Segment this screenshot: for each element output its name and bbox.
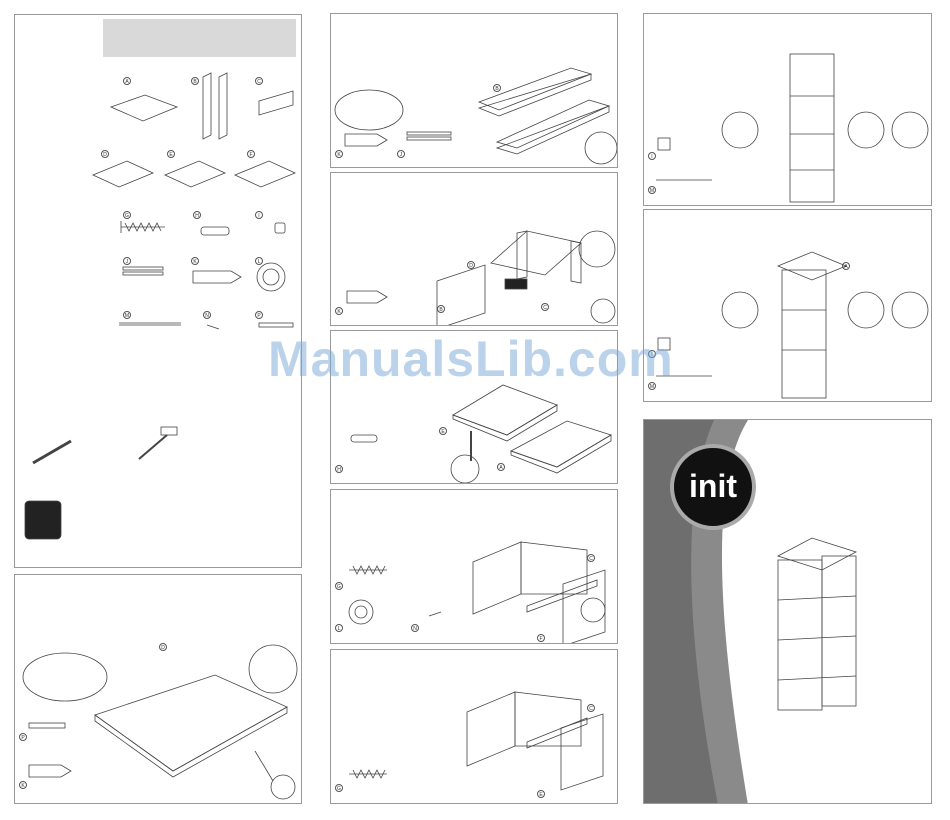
- part-label-n: N: [203, 311, 211, 319]
- brand-logo: init: [670, 444, 756, 530]
- label-e: E: [439, 427, 447, 435]
- parts-drawing: [15, 15, 302, 568]
- step-2-drawing: [331, 14, 618, 168]
- parts-list-panel: A B C D E F G H I J K L M N P: [14, 14, 302, 568]
- label-k: K: [19, 781, 27, 789]
- part-label-j: J: [123, 257, 131, 265]
- part-label-a: A: [123, 77, 131, 85]
- part-label-h: H: [193, 211, 201, 219]
- label-g: G: [335, 582, 343, 590]
- cover-panel: init: [643, 419, 932, 804]
- step-5-panel: G L N C F: [330, 489, 618, 644]
- label-n: N: [411, 624, 419, 632]
- watermark-text: ManualsLib.com: [268, 330, 674, 388]
- label-b: B: [493, 84, 501, 92]
- label-m: M: [648, 186, 656, 194]
- step-3-panel: D B C K: [330, 172, 618, 326]
- label-c: C: [587, 704, 595, 712]
- part-label-p: P: [255, 311, 263, 319]
- step-5-drawing: [331, 490, 618, 644]
- part-label-e: E: [167, 150, 175, 158]
- step-6-panel: C E G: [330, 649, 618, 804]
- step-7-panel: I M: [643, 13, 932, 206]
- step-2-panel: B K J: [330, 13, 618, 168]
- part-label-i: I: [255, 211, 263, 219]
- label-k: K: [335, 307, 343, 315]
- label-l: L: [335, 624, 343, 632]
- step-1-panel: D P K: [14, 574, 302, 804]
- label-c: C: [587, 554, 595, 562]
- part-label-d: D: [101, 150, 109, 158]
- label-b: B: [437, 305, 445, 313]
- step-8-drawing: [644, 210, 932, 402]
- label-g: G: [335, 784, 343, 792]
- label-k: K: [335, 150, 343, 158]
- step-3-drawing: [331, 173, 618, 326]
- part-label-f: F: [247, 150, 255, 158]
- label-f: F: [537, 634, 545, 642]
- label-i: I: [648, 152, 656, 160]
- label-c: C: [541, 303, 549, 311]
- label-d: D: [159, 643, 167, 651]
- label-a: A: [497, 463, 505, 471]
- label-e: E: [537, 790, 545, 798]
- label-j: J: [397, 150, 405, 158]
- part-label-g: G: [123, 211, 131, 219]
- step-1-drawing: [15, 575, 302, 804]
- label-p: P: [19, 733, 27, 741]
- part-label-m: M: [123, 311, 131, 319]
- label-h: H: [335, 465, 343, 473]
- step-7-drawing: [644, 14, 932, 206]
- part-label-c: C: [255, 77, 263, 85]
- part-label-l: L: [255, 257, 263, 265]
- part-label-k: K: [191, 257, 199, 265]
- label-a: A: [842, 262, 850, 270]
- label-d: D: [467, 261, 475, 269]
- step-8-panel: A I M: [643, 209, 932, 402]
- step-6-drawing: [331, 650, 618, 804]
- part-label-b: B: [191, 77, 199, 85]
